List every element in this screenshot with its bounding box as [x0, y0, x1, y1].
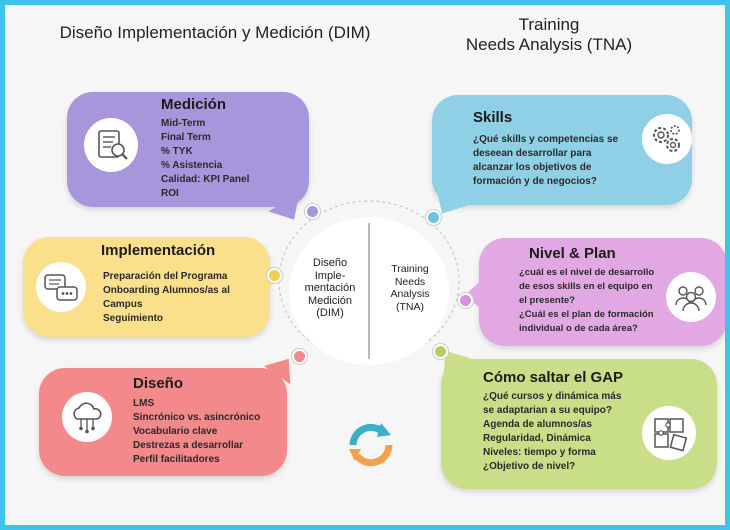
puzzle-icon	[641, 405, 697, 466]
nivel-dot	[458, 293, 473, 308]
center-dim-line: Imple-	[314, 269, 346, 282]
medicion-item: Mid-Term	[161, 118, 206, 129]
gap-title: Cómo saltar el GAP	[483, 369, 624, 386]
gap-dot	[433, 344, 448, 359]
skills-item: ¿Qué skills y competencias se	[473, 134, 619, 145]
diseno-item: Destrezas a desarrollar	[133, 440, 244, 451]
skills-item: deseean desarrollar para	[473, 148, 592, 159]
team-people-icon	[665, 271, 717, 328]
diseno-item: Sincrónico vs. asincrónico	[133, 412, 261, 423]
nivel-item: el presente?	[519, 295, 575, 306]
diseno-dot	[292, 349, 307, 364]
nivel-item: individual o de cada área?	[519, 323, 638, 334]
medicion-title: Medición	[161, 96, 227, 113]
center-tna-line: Training	[391, 263, 429, 275]
center-dim-line: Medición	[307, 294, 353, 307]
nivel-list: ¿cuál es el nivel de desarrollo de esos …	[519, 266, 654, 336]
implementacion-item: Campus	[103, 299, 143, 310]
dim-header-text: Diseño Implementación y Medición (DIM)	[59, 23, 371, 42]
implementacion-item: Onboarding Alumnos/as al	[103, 285, 230, 296]
nivel-item: ¿cuál es el nivel de desarrollo	[519, 267, 655, 278]
implementacion-item: Seguimiento	[103, 313, 164, 324]
medicion-list: Mid-Term Final Term % TYK % Asistencia C…	[161, 117, 249, 201]
gap-item: ¿Qué cursos y dinámica más	[483, 391, 622, 402]
center-dim-text: Diseño Imple- mentación Medición (DIM)	[291, 257, 369, 320]
gap-item: Agenda de alumnos/as	[483, 419, 592, 430]
tna-header: Training Needs Analysis (TNA)	[429, 15, 669, 55]
medicion-item: Final Term	[161, 132, 211, 143]
implementacion-list: Preparación del Programa Onboarding Alum…	[103, 270, 230, 326]
dim-header: Diseño Implementación y Medición (DIM)	[35, 23, 395, 43]
medicion-dot	[305, 204, 320, 219]
medicion-item: % Asistencia	[161, 160, 223, 171]
gears-icon	[641, 113, 693, 170]
implementacion-dot	[267, 268, 282, 283]
skills-dot	[426, 210, 441, 225]
skills-item: alcanzar los objetivos de	[473, 162, 592, 173]
nivel-item: ¿Cuál es el plan de formación	[519, 309, 654, 320]
center-dim-line: Diseño	[312, 257, 348, 269]
medicion-item: ROI	[161, 188, 179, 199]
center-tna-line: Needs	[394, 275, 426, 288]
diseno-item: Perfil facilitadores	[133, 454, 220, 465]
gap-list: ¿Qué cursos y dinámica más se adaptarian…	[483, 390, 621, 474]
diseno-item: Vocabulario clave	[133, 426, 218, 437]
diseno-title: Diseño	[133, 375, 184, 392]
cycle-arrows-icon	[341, 415, 401, 480]
tna-header-line2: Needs Analysis (TNA)	[465, 35, 633, 54]
tna-header-line1: Training	[518, 15, 580, 34]
gap-item: se adaptarian a su equipo?	[483, 405, 612, 416]
center-dim-line: (DIM)	[316, 307, 344, 319]
nivel-item: de esos skills en el equipo en	[519, 281, 653, 292]
medicion-item: Calidad: KPI Panel	[161, 174, 250, 185]
skills-item: formación y de negocios?	[473, 176, 597, 187]
implementacion-title: Implementación	[101, 242, 216, 259]
document-magnifier-icon	[83, 117, 139, 178]
medicion-item: % TYK	[161, 146, 193, 157]
center-tna-line: (TNA)	[396, 300, 424, 313]
diseno-item: LMS	[133, 398, 155, 409]
gap-item: ¿Objetivo de nivel?	[483, 461, 576, 472]
gap-item: Regularidad, Dinámica	[483, 433, 591, 444]
diseno-list: LMS Sincrónico vs. asincrónico Vocabular…	[133, 397, 260, 467]
center-circle	[289, 217, 449, 365]
chat-bubbles-icon	[35, 261, 87, 318]
center-dim-line: mentación	[304, 282, 356, 294]
gap-item: Niveles: tiempo y forma	[483, 447, 596, 458]
center-tna-text: Training Needs Analysis (TNA)	[371, 263, 449, 313]
implementacion-item: Preparación del Programa	[103, 271, 228, 282]
cloud-network-icon	[61, 391, 113, 448]
nivel-title: Nivel & Plan	[529, 245, 616, 262]
center-tna-line: Analysis	[390, 288, 430, 300]
skills-list: ¿Qué skills y competencias se deseean de…	[473, 133, 618, 189]
skills-title: Skills	[473, 109, 513, 126]
